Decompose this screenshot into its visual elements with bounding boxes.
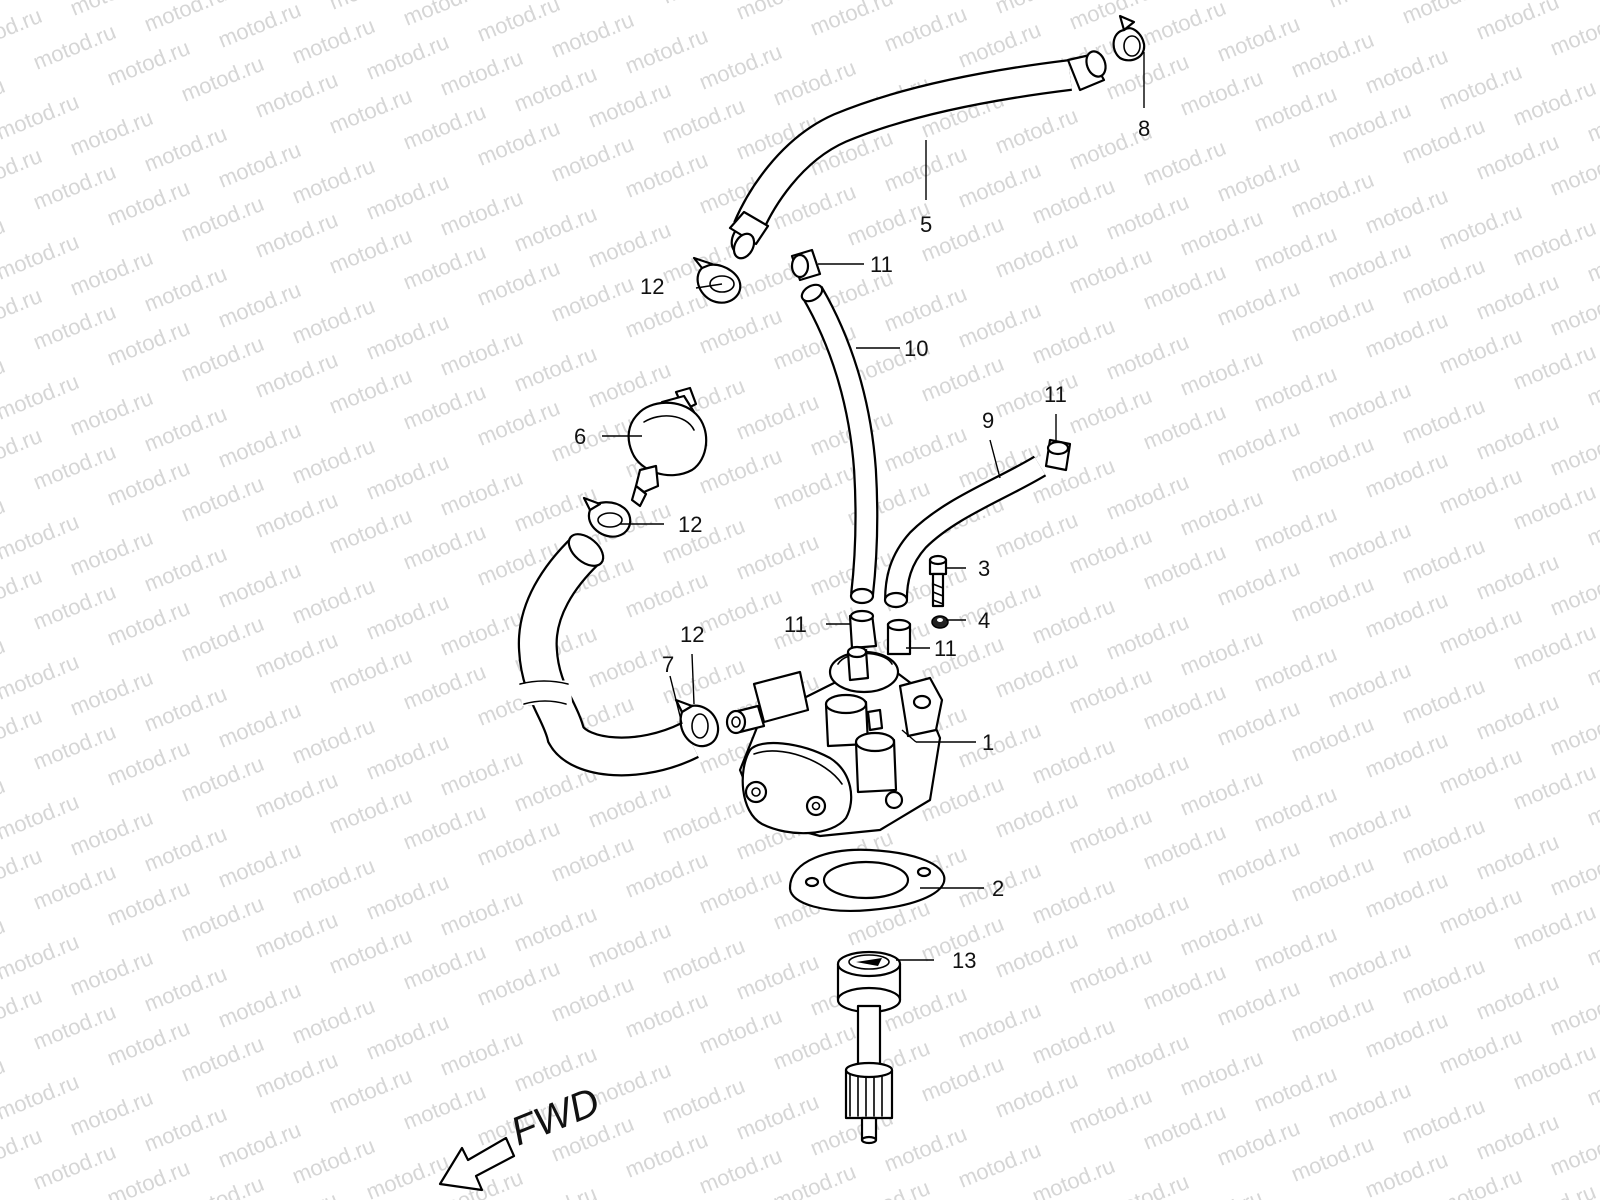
bolt-3 bbox=[928, 554, 948, 608]
callout-13: 13 bbox=[952, 948, 976, 973]
callout-8: 8 bbox=[1138, 116, 1150, 141]
callout-4: 4 bbox=[978, 608, 990, 633]
leader-lines bbox=[602, 52, 1145, 961]
clamp-12-mid bbox=[582, 496, 632, 538]
callout-11-right: 11 bbox=[1044, 382, 1067, 407]
clamp-11-top bbox=[790, 248, 822, 282]
callout-2: 2 bbox=[992, 876, 1004, 901]
filter-6 bbox=[627, 386, 708, 508]
clamp-11-lower-left bbox=[848, 609, 878, 650]
hose-7 bbox=[517, 533, 699, 777]
callout-5: 5 bbox=[920, 212, 932, 237]
forward-direction-indicator: FWD bbox=[438, 1079, 606, 1192]
clamp-12-top bbox=[692, 256, 742, 304]
callout-7: 7 bbox=[662, 652, 674, 677]
callout-11-lower-right: 11 bbox=[934, 636, 957, 661]
forward-arrow-icon bbox=[438, 1136, 516, 1192]
hose-5 bbox=[728, 50, 1107, 260]
clamp-12-lower bbox=[674, 698, 720, 748]
clamp-11-right bbox=[1044, 438, 1072, 472]
callout-1: 1 bbox=[982, 730, 994, 755]
callout-9: 9 bbox=[982, 408, 994, 433]
washer-4 bbox=[931, 615, 949, 629]
fwd-label: FWD bbox=[505, 1079, 606, 1154]
callout-3: 3 bbox=[978, 556, 990, 581]
hose-9 bbox=[883, 455, 1047, 609]
hose-10 bbox=[800, 283, 879, 605]
clamp-11-lower-right bbox=[886, 618, 912, 656]
pump-body-1 bbox=[725, 645, 944, 838]
callout-12-top: 12 bbox=[640, 274, 664, 299]
callout-11-lower-left: 11 bbox=[784, 612, 807, 637]
gasket-2 bbox=[788, 848, 946, 912]
callout-12-lower: 12 bbox=[680, 622, 704, 647]
callout-6: 6 bbox=[574, 424, 586, 449]
callout-12-mid: 12 bbox=[678, 512, 702, 537]
callout-11-top: 11 bbox=[870, 252, 893, 277]
callouts: 1 2 3 4 5 6 7 8 9 10 11 11 11 11 12 12 1… bbox=[574, 116, 1150, 973]
clamp-8 bbox=[1112, 14, 1146, 62]
shaft-13 bbox=[836, 950, 902, 1145]
callout-10: 10 bbox=[904, 336, 928, 361]
